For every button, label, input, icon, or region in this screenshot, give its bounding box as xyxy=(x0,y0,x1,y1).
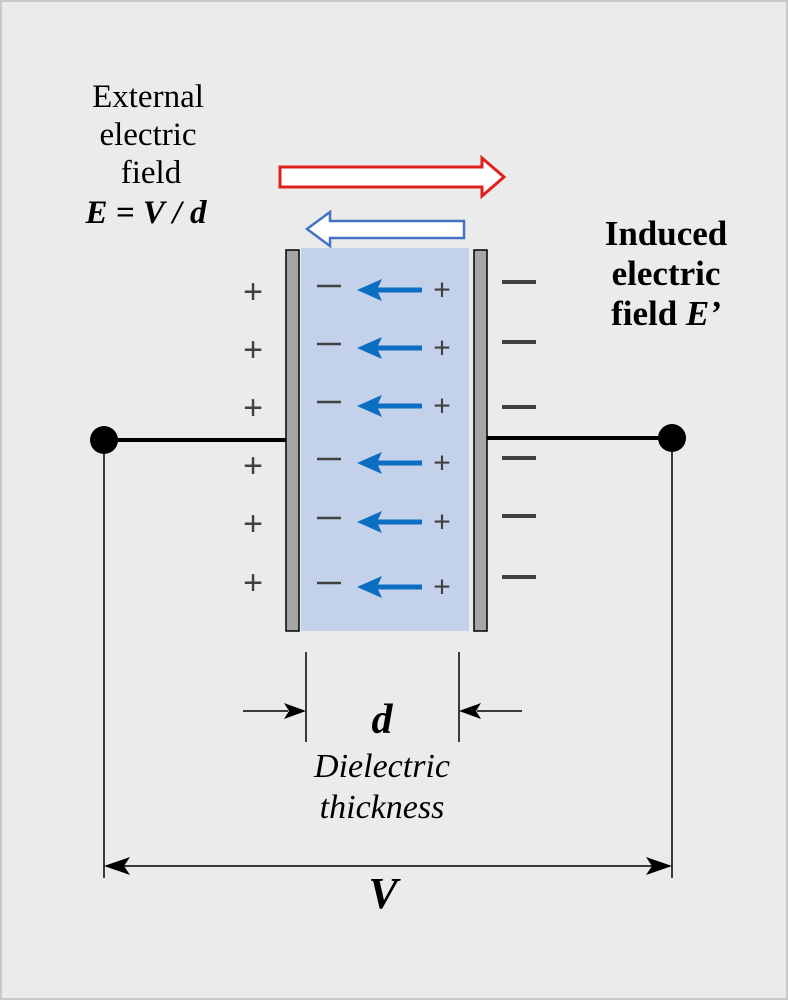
thickness-arrow-left-icon xyxy=(284,703,306,719)
positive-charge-sign: + xyxy=(243,389,263,427)
external-field-formula: E = V / d xyxy=(85,195,207,231)
induced-field-line-2: electric xyxy=(612,254,721,293)
left-terminal-icon xyxy=(90,426,118,454)
positive-charge-sign: + xyxy=(243,331,263,369)
dielectric-dipoles: + + + + + + xyxy=(317,274,451,604)
dipole-positive-sign: + xyxy=(433,571,451,604)
dipole-positive-sign: + xyxy=(433,332,451,365)
induced-field-arrow-icon xyxy=(304,209,466,249)
dielectric-slab xyxy=(301,248,469,631)
external-field-line-1: External xyxy=(92,79,204,115)
thickness-symbol: d xyxy=(372,697,394,743)
thickness-caption-line-2: thickness xyxy=(320,789,445,826)
dipole-positive-sign: + xyxy=(433,274,451,307)
external-field-label: External electric field E = V / d xyxy=(85,79,207,231)
positive-charge-sign: + xyxy=(243,564,263,602)
thickness-arrow-right-icon xyxy=(459,703,481,719)
left-plate-charges: + + + + + + xyxy=(243,273,263,602)
induced-field-line-1: Induced xyxy=(605,214,728,253)
dipole-arrow-icon xyxy=(357,511,382,533)
dipole-arrow-icon xyxy=(357,452,382,474)
right-plate-charges xyxy=(502,280,536,579)
voltage-arrow-right-icon xyxy=(646,857,672,875)
positive-charge-sign: + xyxy=(243,447,263,485)
positive-charge-sign: + xyxy=(243,273,263,311)
dipole-arrow-icon xyxy=(357,576,382,598)
external-field-line-3: field xyxy=(121,155,182,191)
dipole-positive-sign: + xyxy=(433,390,451,423)
voltage-arrow-left-icon xyxy=(104,857,130,875)
dipole-arrow-icon xyxy=(357,395,382,417)
dipole-positive-sign: + xyxy=(433,447,451,480)
external-field-arrow-icon xyxy=(278,154,507,200)
left-plate xyxy=(285,249,300,632)
positive-charge-sign: + xyxy=(243,505,263,543)
dipole-arrow-icon xyxy=(357,337,382,359)
induced-field-symbol: E’ xyxy=(685,294,721,333)
induced-field-prefix: field xyxy=(611,294,686,333)
external-field-line-2: electric xyxy=(99,117,196,153)
induced-field-label: Induced electric field E’ xyxy=(605,214,728,333)
dipole-positive-sign: + xyxy=(433,506,451,539)
voltage-symbol: V xyxy=(368,869,401,918)
induced-field-line-3: field E’ xyxy=(611,294,721,333)
dipole-arrow-icon xyxy=(357,279,382,301)
thickness-caption-line-1: Dielectric xyxy=(313,748,450,785)
right-terminal-icon xyxy=(658,424,686,452)
right-plate xyxy=(473,249,488,632)
